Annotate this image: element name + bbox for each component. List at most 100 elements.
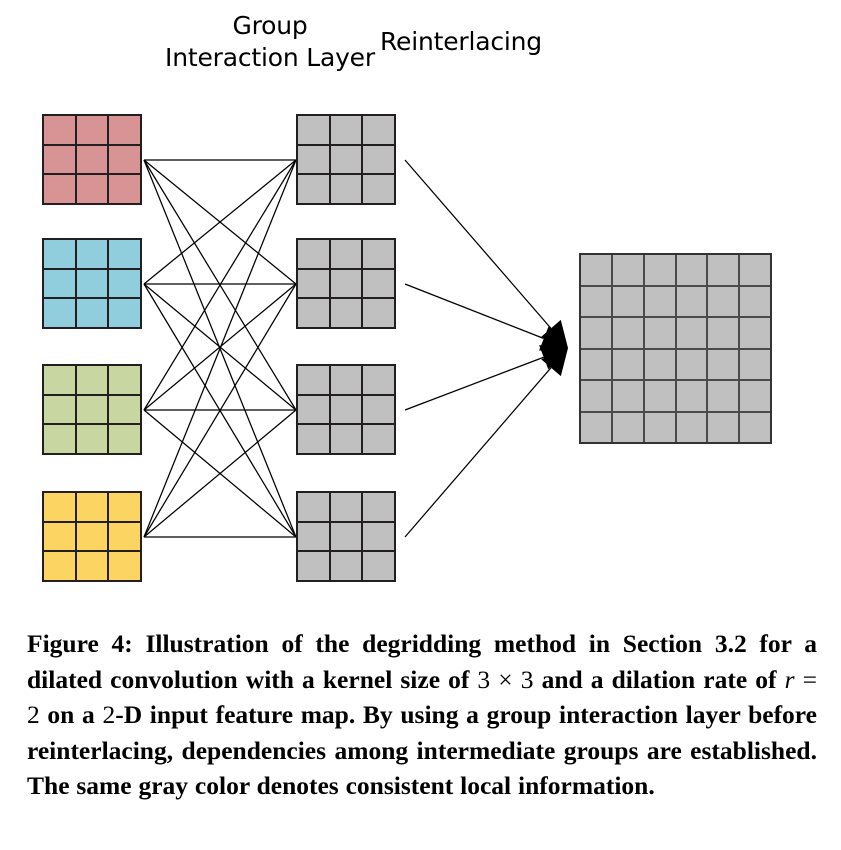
interaction-edge (143, 409, 297, 538)
grid-cell (330, 116, 362, 144)
grid-cell (363, 395, 394, 424)
grid-cell (581, 318, 611, 348)
grid-cell (740, 286, 770, 316)
input-group-3 (42, 364, 142, 455)
grid-cell (109, 299, 140, 327)
arrowhead-icon (541, 319, 568, 348)
intermediate-group-3 (296, 364, 396, 455)
input-group-4 (42, 491, 142, 582)
grid-cell (330, 240, 362, 268)
grid-cell (581, 412, 611, 442)
input-group-1 (42, 114, 142, 205)
grid-cell (76, 522, 108, 551)
arrowhead-icon (541, 348, 568, 377)
grid-cell (298, 522, 329, 551)
interaction-edge (143, 283, 297, 411)
grid-cell (740, 412, 770, 442)
grid-cell (44, 366, 75, 394)
intermediate-group-2 (296, 238, 396, 329)
grid-cell (676, 412, 707, 442)
arrowhead-icon (539, 345, 568, 370)
grid-cell (76, 269, 108, 298)
reinterlacing-arrow-line (404, 159, 552, 329)
grid-cell (109, 425, 140, 453)
grid-cell (76, 145, 108, 174)
reinterlacing-arrows (404, 159, 552, 538)
grid-cell (109, 175, 140, 203)
grid-cell (644, 318, 675, 348)
grid-cell (581, 381, 611, 411)
grid-cell (740, 349, 770, 379)
grid-cell (109, 269, 140, 298)
grid-cell (44, 522, 75, 551)
grid-cell (330, 522, 362, 551)
interaction-edge (143, 409, 297, 538)
reinterlacing-arrow-line (404, 283, 545, 340)
grid-cell (708, 349, 739, 379)
grid-cell (708, 381, 739, 411)
grid-cell (363, 522, 394, 551)
heading-group-interaction-layer: Group Interaction Layer (165, 11, 375, 72)
grid-cell (298, 240, 329, 268)
grid-cell (612, 318, 643, 348)
interaction-edge (143, 159, 297, 538)
grid-cell (330, 269, 362, 298)
grid-cell (330, 493, 362, 521)
grid-cell (676, 349, 707, 379)
grid-cell (109, 395, 140, 424)
grid-cell (708, 318, 739, 348)
grid-cell (708, 286, 739, 316)
grid-cell (676, 318, 707, 348)
grid-cell (612, 381, 643, 411)
grid-cell (740, 381, 770, 411)
intermediate-group-1 (296, 114, 396, 205)
grid-cell (76, 175, 108, 203)
grid-cell (363, 116, 394, 144)
grid-cell (109, 145, 140, 174)
grid-cell (740, 318, 770, 348)
grid-cell (298, 299, 329, 327)
grid-cell (740, 255, 770, 285)
grid-cell (109, 552, 140, 580)
grid-cell (330, 299, 362, 327)
grid-cell (298, 493, 329, 521)
grid-cell (676, 286, 707, 316)
grid-cell (44, 175, 75, 203)
grid-cell (109, 493, 140, 521)
interaction-edge (143, 283, 297, 538)
grid-cell (363, 552, 394, 580)
grid-cell (330, 366, 362, 394)
grid-cell (330, 395, 362, 424)
grid-cell (76, 493, 108, 521)
grid-cell (76, 116, 108, 144)
grid-cell (298, 425, 329, 453)
grid-cell (676, 381, 707, 411)
grid-cell (708, 412, 739, 442)
grid-cell (330, 552, 362, 580)
grid-cell (76, 425, 108, 453)
grid-cell (44, 395, 75, 424)
grid-cell (44, 425, 75, 453)
grid-cell (612, 349, 643, 379)
grid-cell (298, 395, 329, 424)
grid-cell (44, 493, 75, 521)
grid-cell (581, 349, 611, 379)
output-feature-map (579, 253, 772, 444)
intermediate-group-4 (296, 491, 396, 582)
interaction-edge (143, 283, 297, 411)
grid-cell (330, 145, 362, 174)
grid-cell (708, 255, 739, 285)
grid-cell (644, 255, 675, 285)
grid-cell (298, 175, 329, 203)
grid-cell (298, 145, 329, 174)
grid-cell (76, 366, 108, 394)
grid-cell (109, 522, 140, 551)
grid-cell (644, 412, 675, 442)
grid-cell (644, 381, 675, 411)
grid-cell (330, 425, 362, 453)
group-interaction-edges (143, 159, 297, 538)
grid-cell (363, 299, 394, 327)
grid-cell (76, 240, 108, 268)
grid-cell (44, 269, 75, 298)
